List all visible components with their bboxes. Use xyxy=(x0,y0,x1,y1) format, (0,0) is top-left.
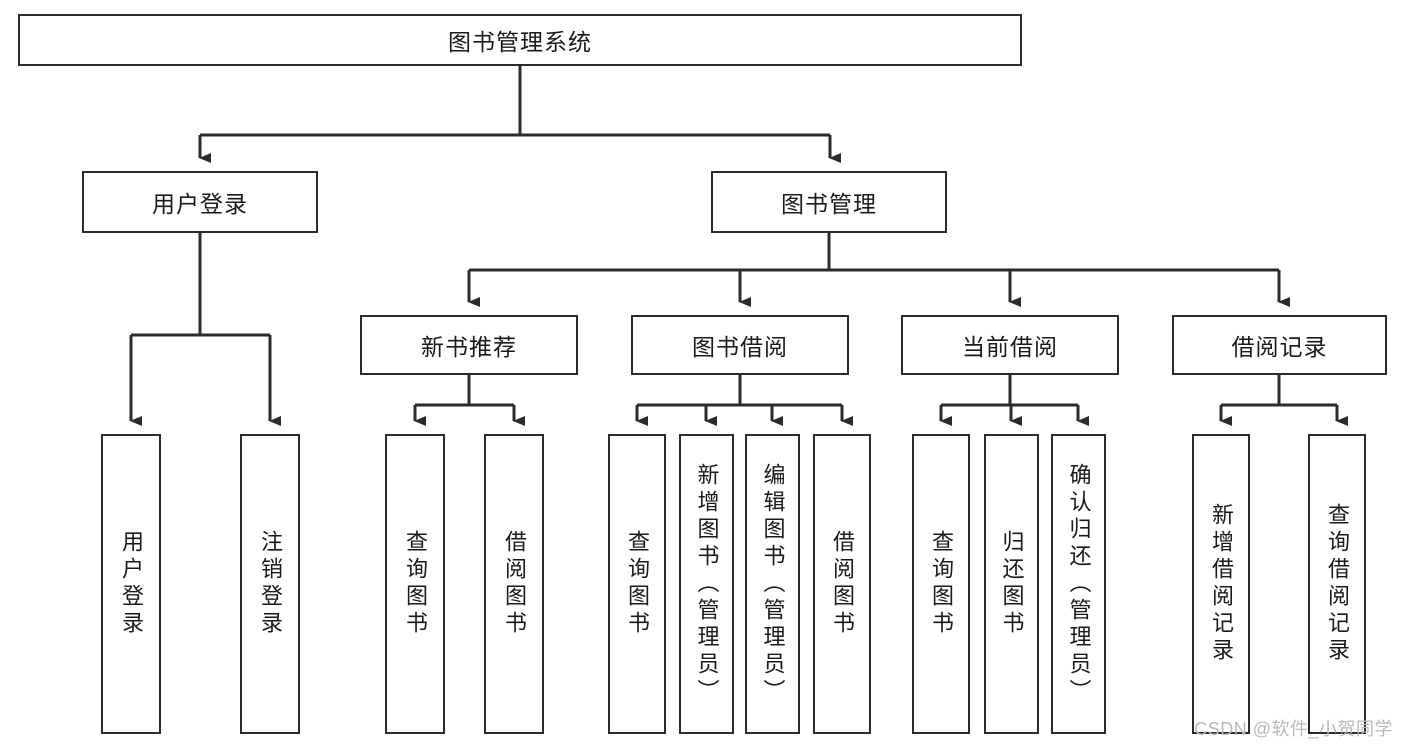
node-borrow-records[interactable]: 借阅记录 xyxy=(1172,315,1387,375)
leaf-query-book-recommend[interactable]: 查询图书 xyxy=(385,434,445,734)
leaf-logout-label: 注销登录 xyxy=(258,530,283,638)
node-user-login[interactable]: 用户登录 xyxy=(82,171,318,233)
leaf-confirm-return-admin[interactable]: 确认归还（管理员） xyxy=(1051,434,1106,734)
leaf-borrow-book-recommend-label: 借阅图书 xyxy=(502,530,527,638)
node-book-management-label: 图书管理 xyxy=(781,191,877,217)
leaf-query-book-borrow-label: 查询图书 xyxy=(625,530,650,638)
node-book-borrow[interactable]: 图书借阅 xyxy=(631,315,849,375)
node-root[interactable]: 图书管理系统 xyxy=(18,14,1022,66)
leaf-add-book-admin[interactable]: 新增图书（管理员） xyxy=(679,434,734,734)
node-book-borrow-label: 图书借阅 xyxy=(692,334,788,360)
leaf-query-book-recommend-label: 查询图书 xyxy=(403,530,428,638)
leaf-add-borrow-record[interactable]: 新增借阅记录 xyxy=(1192,434,1250,734)
leaf-logout[interactable]: 注销登录 xyxy=(240,434,300,734)
leaf-user-login-label: 用户登录 xyxy=(119,530,144,638)
leaf-add-book-admin-label: 新增图书（管理员） xyxy=(694,462,720,706)
leaf-query-borrow-record[interactable]: 查询借阅记录 xyxy=(1308,434,1366,734)
leaf-confirm-return-admin-label: 确认归还（管理员） xyxy=(1066,462,1092,706)
leaf-query-book-current-label: 查询图书 xyxy=(929,530,954,638)
leaf-borrow-book-recommend[interactable]: 借阅图书 xyxy=(484,434,544,734)
node-new-book-recommend-label: 新书推荐 xyxy=(421,334,517,360)
leaf-user-login[interactable]: 用户登录 xyxy=(101,434,161,734)
node-current-borrow[interactable]: 当前借阅 xyxy=(901,315,1119,375)
leaf-borrow-book-label: 借阅图书 xyxy=(830,530,855,638)
node-current-borrow-label: 当前借阅 xyxy=(962,334,1058,360)
leaf-borrow-book[interactable]: 借阅图书 xyxy=(813,434,871,734)
leaf-return-book[interactable]: 归还图书 xyxy=(984,434,1039,734)
leaf-query-book-current[interactable]: 查询图书 xyxy=(912,434,970,734)
node-root-label: 图书管理系统 xyxy=(448,29,592,55)
node-book-management[interactable]: 图书管理 xyxy=(711,171,947,233)
node-user-login-label: 用户登录 xyxy=(152,191,248,217)
leaf-edit-book-admin[interactable]: 编辑图书（管理员） xyxy=(745,434,800,734)
leaf-query-book-borrow[interactable]: 查询图书 xyxy=(608,434,666,734)
leaf-query-borrow-record-label: 查询借阅记录 xyxy=(1325,503,1350,665)
leaf-return-book-label: 归还图书 xyxy=(999,530,1025,638)
node-borrow-records-label: 借阅记录 xyxy=(1231,334,1328,360)
node-new-book-recommend[interactable]: 新书推荐 xyxy=(360,315,578,375)
watermark: CSDN @软件_小贺同学 xyxy=(1194,719,1393,739)
leaf-edit-book-admin-label: 编辑图书（管理员） xyxy=(760,462,786,706)
leaf-add-borrow-record-label: 新增借阅记录 xyxy=(1209,503,1234,665)
